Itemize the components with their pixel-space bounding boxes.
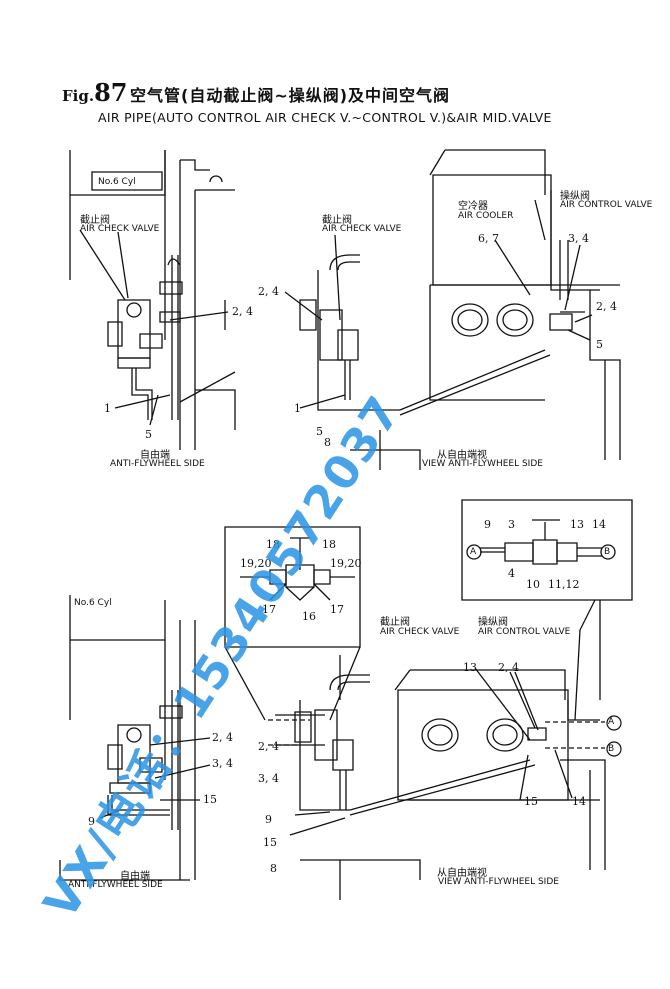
panel-top-left-drawing [70, 150, 235, 450]
control-valve-cn-label: 操纵阀 [560, 191, 590, 202]
part-number: 13 [463, 661, 477, 674]
part-number: 4 [508, 567, 515, 580]
part-number: 3, 4 [212, 757, 233, 770]
check-valve-cn-label: 截止阀 [322, 215, 352, 226]
part-number: 6, 7 [478, 232, 499, 245]
check-valve-en-label: AIR CHECK VALVE [380, 627, 460, 637]
inset-detail-ab-drawing [462, 500, 632, 720]
part-number: 19,20 [240, 557, 272, 570]
part-number: 13 [570, 518, 584, 531]
check-valve-cn-label: 截止阀 [80, 215, 110, 226]
chinese-title: 空气管(自动截止阀~操纵阀)及中间空气阀 [130, 86, 451, 105]
part-number: 10 [526, 578, 540, 591]
part-number: 17 [330, 603, 344, 616]
view-cn-label: 从自由端视 [437, 868, 487, 879]
panel-bottom-right-drawing [268, 655, 605, 900]
part-number: 17 [262, 603, 276, 616]
part-number: 11,12 [548, 578, 580, 591]
part-number: 2, 4 [596, 300, 617, 313]
side-en-label: ANTI-FLYWHEEL SIDE [110, 459, 205, 469]
control-valve-en-label: AIR CONTROL VALVE [478, 627, 571, 637]
part-number: 9 [88, 815, 95, 828]
english-title: AIR PIPE(AUTO CONTROL AIR CHECK V.~CONTR… [98, 110, 552, 125]
part-number: 15 [524, 795, 538, 808]
part-number: 15 [263, 836, 277, 849]
view-en-label: VIEW ANTI-FLYWHEEL SIDE [438, 877, 559, 887]
side-cn-label: 自由端 [120, 871, 150, 882]
part-number: 5 [596, 338, 603, 351]
part-number: 8 [324, 436, 331, 449]
part-number: 5 [145, 428, 152, 441]
part-number: 15 [203, 793, 217, 806]
circle-a-label: A [470, 547, 477, 557]
circle-b-label: B [604, 547, 611, 557]
cooler-cn-label: 空冷器 [458, 201, 488, 212]
figure-number: Fig.87 [62, 78, 128, 107]
part-number: 18 [322, 538, 336, 551]
side-en-label: ANTI-FLYWHEEL SIDE [68, 880, 163, 890]
circle-b-label: B [608, 744, 615, 754]
part-number: 19,20 [330, 557, 362, 570]
check-valve-en-label: AIR CHECK VALVE [322, 224, 402, 234]
panel-top-right-drawing [285, 150, 620, 470]
part-number: 14 [592, 518, 606, 531]
part-number: 5 [316, 425, 323, 438]
cyl-label-bottom: No.6 Cyl [74, 598, 112, 608]
control-valve-cn-label: 操纵阀 [478, 617, 508, 628]
check-valve-en-label: AIR CHECK VALVE [80, 224, 160, 234]
part-number: 1 [294, 402, 301, 415]
part-number: 18 [266, 538, 280, 551]
part-number: 2, 4 [258, 740, 279, 753]
part-number: 2, 4 [498, 661, 519, 674]
panel-bottom-left-drawing [60, 595, 210, 880]
part-number: 16 [302, 610, 316, 623]
check-valve-cn-label: 截止阀 [380, 617, 410, 628]
control-valve-en-label: AIR CONTROL VALVE [560, 200, 653, 210]
cyl-label-top: No.6 Cyl [98, 177, 136, 187]
part-number: 2, 4 [232, 305, 253, 318]
cooler-en-label: AIR COOLER [458, 211, 514, 221]
part-number: 1 [104, 402, 111, 415]
part-number: 9 [484, 518, 491, 531]
part-number: 3, 4 [568, 232, 589, 245]
side-cn-label: 自由端 [140, 450, 170, 461]
view-cn-label: 从自由端视 [437, 450, 487, 461]
view-en-label: VIEW ANTI-FLYWHEEL SIDE [422, 459, 543, 469]
part-number: 9 [265, 813, 272, 826]
inset-valve-drawing [225, 527, 360, 720]
circle-a-label: A [608, 717, 615, 727]
part-number: 3, 4 [258, 772, 279, 785]
part-number: 2, 4 [258, 285, 279, 298]
part-number: 2, 4 [212, 731, 233, 744]
part-number: 8 [270, 862, 277, 875]
part-number: 3 [508, 518, 515, 531]
part-number: 14 [572, 795, 586, 808]
